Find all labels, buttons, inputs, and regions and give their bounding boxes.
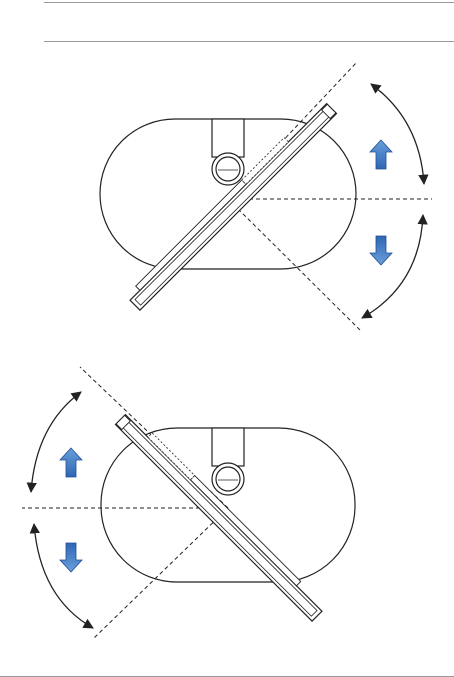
arrow-down-icon	[60, 543, 82, 572]
monitor-stand-icon	[101, 428, 355, 582]
rotation-arc-icon	[31, 392, 93, 628]
tilt-right-illustration	[100, 62, 432, 330]
arrow-up-icon	[60, 448, 82, 477]
tilt-left-illustration	[22, 367, 355, 638]
arrow-down-icon	[370, 236, 392, 265]
arrow-up-icon	[370, 140, 392, 169]
rotation-arc-icon	[362, 84, 424, 318]
